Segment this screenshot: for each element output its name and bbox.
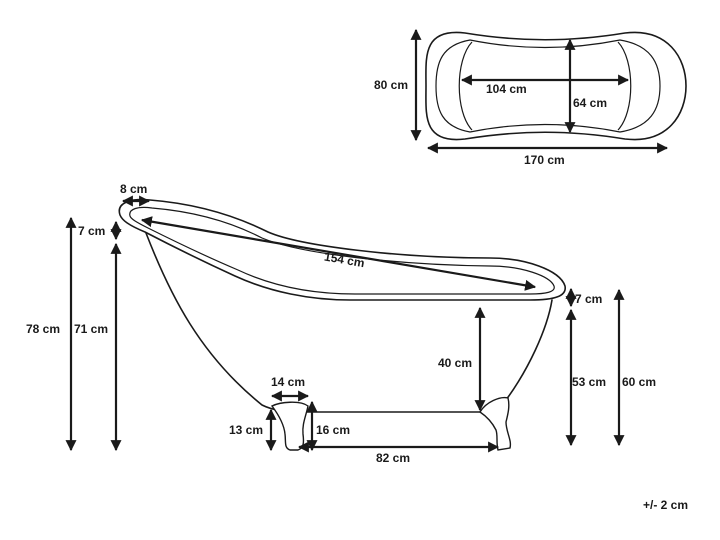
foot-total-height-label: 16 cm [316, 423, 350, 437]
top-view-bowl-line-right [617, 41, 632, 131]
top-view-inner-length-label: 104 cm [486, 82, 527, 96]
rim-height-right-label: 7 cm [575, 292, 602, 306]
height-right-label: 60 cm [622, 375, 656, 389]
inner-length-arrow [140, 216, 537, 291]
rim-height-left-label: 7 cm [78, 224, 105, 238]
tolerance-label: +/- 2 cm [643, 498, 688, 512]
body-height-left-label: 71 cm [74, 322, 108, 336]
top-view-bowl-line-left [458, 41, 473, 131]
top-view-outer-outline [425, 31, 687, 141]
foot-width-label: 14 cm [271, 375, 305, 389]
side-view-rim-outline [118, 198, 566, 301]
side-view-rim-inner-line [129, 206, 555, 295]
floor-to-base-label: 40 cm [438, 356, 472, 370]
inner-length-label: 154 cm [323, 250, 365, 271]
top-view-inner-outline [435, 39, 661, 133]
top-view-length-label: 170 cm [524, 153, 565, 167]
foot-spacing-label: 82 cm [376, 451, 410, 465]
top-view-inner-width-label: 64 cm [573, 96, 607, 110]
top-view-width-label: 80 cm [374, 78, 408, 92]
rim-thickness-label: 8 cm [120, 182, 147, 196]
side-view: 8 cm 7 cm 78 cm 71 cm 154 cm 7 cm 40 cm … [26, 182, 656, 465]
body-height-right-label: 53 cm [572, 375, 606, 389]
total-height-label: 78 cm [26, 322, 60, 336]
side-view-left-foot [270, 401, 309, 451]
foot-height-label: 13 cm [229, 423, 263, 437]
top-view: 80 cm 104 cm 64 cm 170 cm [374, 28, 687, 167]
side-view-right-foot [479, 396, 512, 451]
